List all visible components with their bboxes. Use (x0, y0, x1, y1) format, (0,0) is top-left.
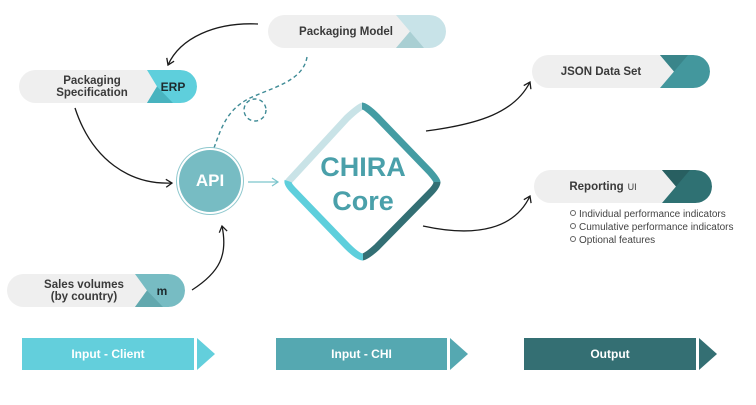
dashed-loop (243, 98, 267, 122)
arrow-core-to-reporting (422, 194, 532, 232)
phase-input-chi: Input - CHI (276, 338, 447, 370)
node-chira-core[interactable]: CHIRA Core (298, 150, 428, 218)
erp-tag: ERP (160, 79, 186, 94)
node-packaging-model[interactable]: Packaging Model (268, 15, 446, 48)
arrow-core-to-json (425, 80, 532, 132)
sales-volumes-tag: m (156, 283, 168, 298)
arrow-model-to-spec (166, 23, 259, 67)
dashed-link-model-to-api (213, 56, 308, 149)
node-json-data-set[interactable]: JSON Data Set (532, 55, 710, 88)
arrow-sales-to-api (191, 224, 228, 291)
node-packaging-spec[interactable]: Packaging Specification ERP (19, 70, 197, 103)
sales-volumes-cap (135, 274, 185, 307)
core-quarter-bottom-left (284, 179, 364, 261)
phase-input-client: Input - Client (22, 338, 194, 370)
arrow-spec-to-api (74, 107, 174, 188)
bullet-icon (570, 223, 576, 229)
phase-input-client-arrow (197, 338, 215, 370)
json-data-set-cap (660, 55, 710, 88)
packaging-spec-label: Packaging Specification (56, 74, 128, 99)
packaging-spec-cap (147, 70, 197, 103)
phase-input-chi-arrow (450, 338, 468, 370)
phase-output: Output (524, 338, 696, 370)
node-api[interactable]: API (179, 150, 241, 212)
reporting-label: Reporting UI (548, 170, 658, 203)
node-reporting-ui[interactable]: Reporting UI (534, 170, 712, 203)
reporting-suffix: UI (627, 181, 637, 192)
packaging-model-cap (396, 15, 446, 48)
bullet-icon (570, 210, 576, 216)
json-data-set-label: JSON Data Set (560, 65, 642, 78)
reporting-cap (662, 170, 712, 203)
reporting-title: Reporting (569, 180, 624, 193)
packaging-model-label: Packaging Model (299, 25, 393, 38)
feature-item: Optional features (570, 234, 734, 247)
sales-volumes-line2: (by country) (50, 290, 118, 303)
core-title-line1: CHIRA (320, 152, 406, 182)
core-title-line2: Core (332, 186, 394, 216)
core-diamond (284, 102, 441, 261)
reporting-features-list: Individual performance indicators Cumula… (570, 208, 734, 247)
node-sales-volumes[interactable]: Sales volumes (by country) m (7, 274, 185, 307)
sales-volumes-label: Sales volumes (by country) (19, 274, 149, 307)
feature-item: Cumulative performance indicators (570, 221, 734, 234)
core-quarter-bottom-right (361, 181, 441, 261)
feature-item: Individual performance indicators (570, 208, 734, 221)
sales-volumes-line1: Sales volumes (44, 278, 124, 291)
core-quarter-top-right (361, 102, 441, 183)
bullet-icon (570, 236, 576, 242)
phase-output-arrow (699, 338, 717, 370)
